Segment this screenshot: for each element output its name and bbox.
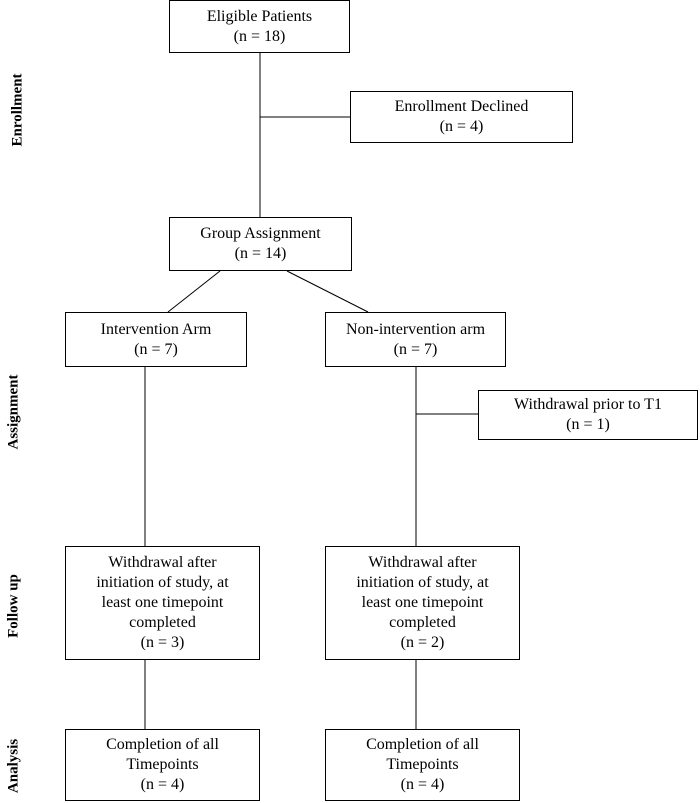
box-text: Intervention Arm (100, 320, 212, 338)
withdrawal-prior-box: Withdrawal prior to T1 (n = 1) (478, 390, 698, 440)
withdrawal-after-right-box: Withdrawal after initiation of study, at… (325, 546, 520, 660)
stage-label-assignment: Assignment (5, 374, 22, 450)
group-assignment-box: Group Assignment (n = 14) (169, 217, 352, 271)
box-count: (n = 1) (566, 416, 610, 433)
withdrawal-after-left-box: Withdrawal after initiation of study, at… (65, 546, 260, 660)
box-count: (n = 2) (400, 634, 445, 651)
box-count: (n = 14) (234, 245, 287, 262)
box-text: Withdrawal after (108, 554, 217, 571)
connector-group-to-intervention (167, 270, 221, 313)
box-text: Withdrawal prior to T1 (514, 396, 662, 413)
box-count: (n = 7) (134, 340, 178, 358)
box-text: Non-intervention arm (345, 320, 486, 338)
box-count: (n = 4) (439, 118, 484, 135)
box-count: (n = 18) (233, 27, 286, 45)
box-count: (n = 3) (140, 634, 185, 651)
box-text: Eligible Patients (206, 7, 313, 25)
box-text: completed (129, 614, 196, 631)
completion-left-box: Completion of all Timepoints (n = 4) (65, 729, 260, 801)
box-text: least one timepoint (361, 594, 484, 611)
stage-label-follow-up: Follow up (5, 574, 22, 638)
box-text: least one timepoint (101, 594, 224, 611)
intervention-arm-box: Intervention Arm (n = 7) (65, 312, 247, 367)
box-text: completed (389, 614, 456, 631)
box-count: (n = 7) (393, 340, 438, 358)
connector-group-to-non-intervention (286, 270, 369, 313)
stage-label-analysis: Analysis (5, 738, 22, 794)
box-text: Completion of all (106, 736, 219, 753)
box-count: (n = 4) (400, 776, 445, 793)
box-text: Group Assignment (200, 225, 321, 242)
box-text: initiation of study, at (96, 574, 229, 591)
box-text: Withdrawal after (368, 554, 477, 571)
stage-label-enrollment: Enrollment (9, 73, 26, 147)
box-text: Completion of all (366, 736, 479, 753)
non-intervention-arm-box: Non-intervention arm (n = 7) (325, 312, 506, 367)
box-count: (n = 4) (140, 776, 185, 793)
box-text: Timepoints (386, 756, 459, 773)
eligible-patients-box: Eligible Patients (n = 18) (169, 0, 350, 53)
enrollment-declined-box: Enrollment Declined (n = 4) (350, 91, 573, 143)
box-text: Timepoints (126, 756, 199, 773)
completion-right-box: Completion of all Timepoints (n = 4) (325, 729, 520, 801)
box-text: Enrollment Declined (394, 98, 529, 115)
box-text: initiation of study, at (356, 574, 489, 591)
